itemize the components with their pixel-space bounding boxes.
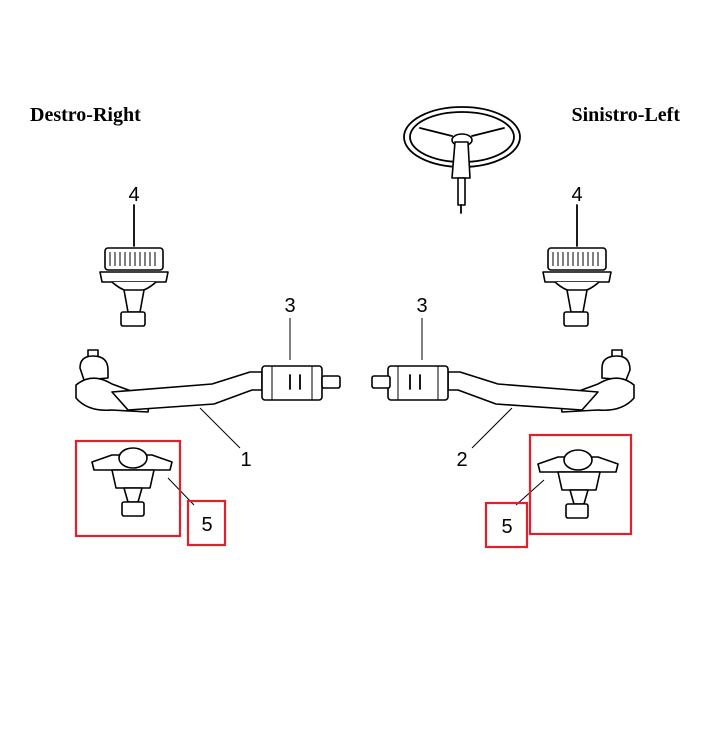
part-number-3-left: 3 bbox=[416, 295, 427, 317]
lower-ball-joint-left bbox=[537, 449, 619, 519]
upper-ball-joint-right bbox=[99, 204, 169, 327]
highlight-box-label5-right bbox=[186, 499, 227, 547]
tie-rod-left bbox=[371, 349, 635, 413]
part-number-4-right: 4 bbox=[128, 184, 139, 206]
part-number-2: 2 bbox=[456, 449, 467, 471]
part-number-5-left: 5 bbox=[501, 516, 512, 538]
upper-ball-joint-left bbox=[542, 204, 612, 327]
label-destro-right: Destro-Right bbox=[30, 104, 141, 126]
leader-2 bbox=[471, 407, 513, 449]
label-sinistro-left: Sinistro-Left bbox=[571, 104, 680, 126]
lower-ball-joint-right bbox=[91, 447, 173, 517]
leader-1 bbox=[199, 407, 241, 449]
highlight-box-part5-left bbox=[528, 433, 633, 536]
part-number-4-left: 4 bbox=[571, 184, 582, 206]
highlight-box-label5-left bbox=[484, 501, 529, 549]
part-number-5-right: 5 bbox=[201, 514, 212, 536]
part-number-3-right: 3 bbox=[284, 295, 295, 317]
steering-wheel-icon bbox=[403, 106, 521, 214]
part-number-1: 1 bbox=[240, 449, 251, 471]
highlight-box-part5-right bbox=[74, 439, 182, 538]
tie-rod-right bbox=[75, 349, 341, 413]
